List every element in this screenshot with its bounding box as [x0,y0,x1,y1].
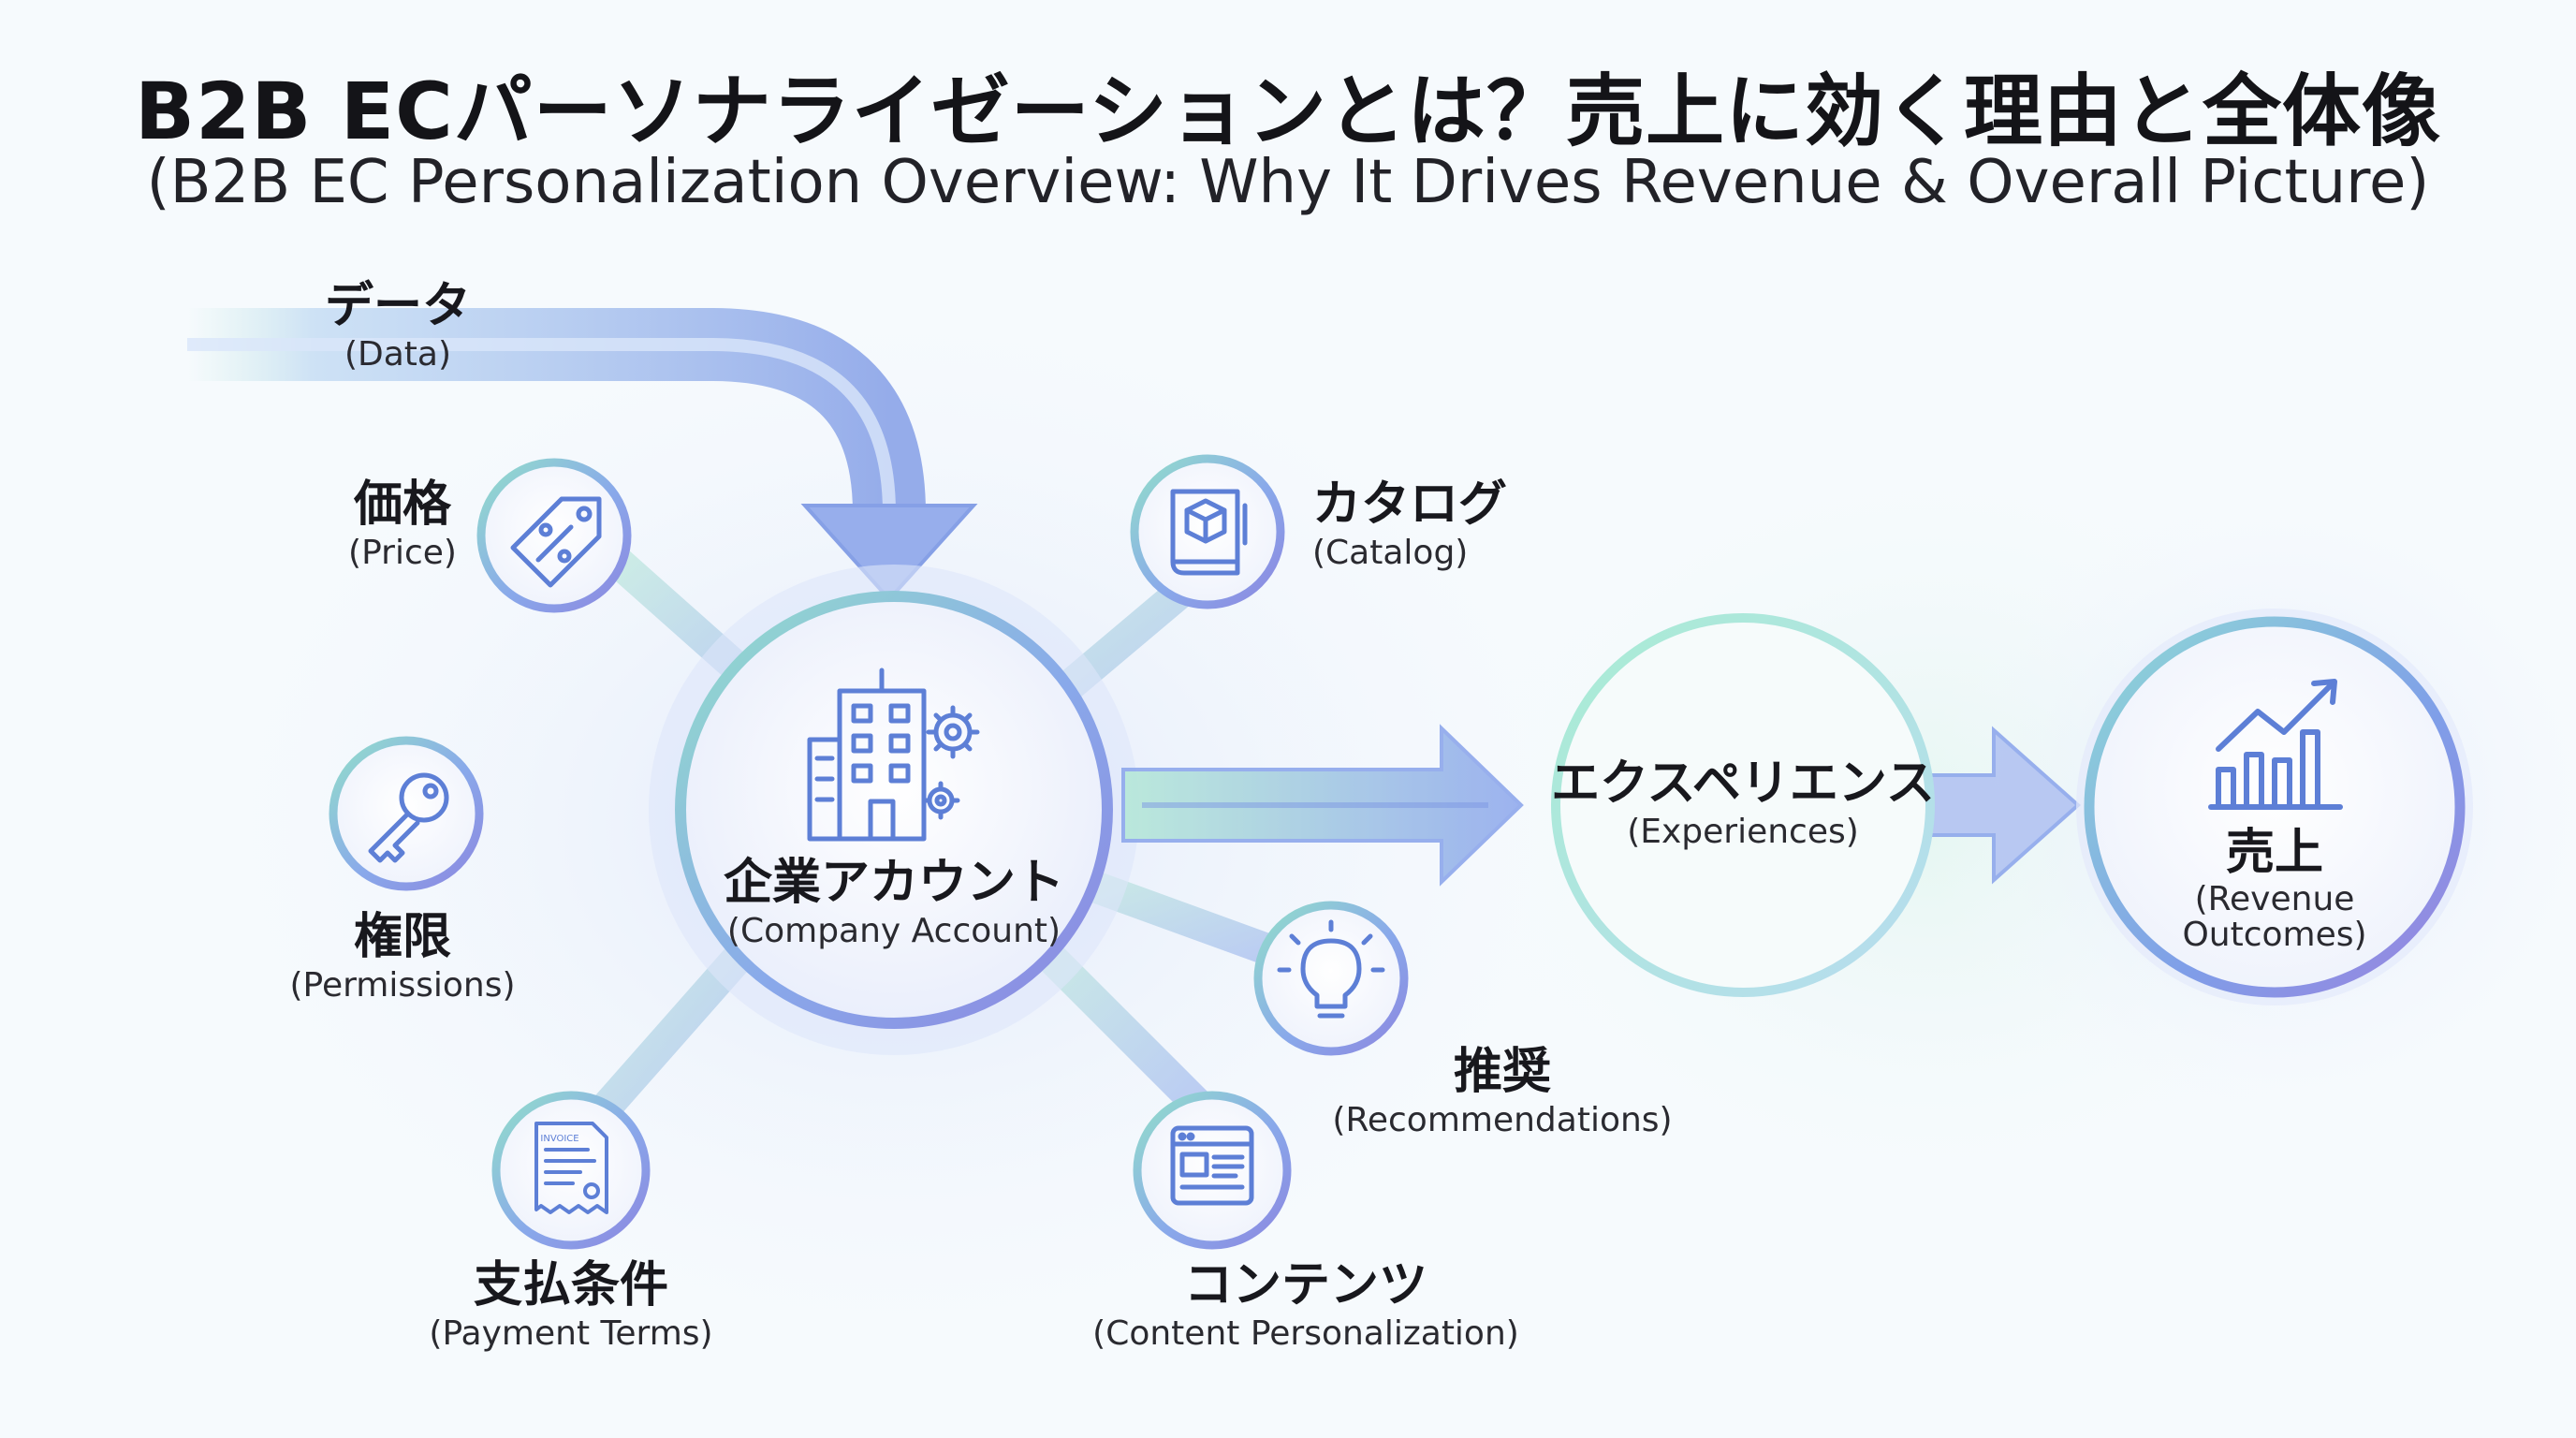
label-catalog-ja: カタログ [1312,477,1508,533]
label-experiences-en: (Experiences) [1627,813,1859,851]
label-data: データ (Data) [290,277,505,374]
invoice-icon [534,1122,608,1214]
label-revenue: 売上 (Revenue Outcomes) [2144,824,2406,953]
arrow-to-experiences [1121,724,1524,887]
label-permissions-ja: 権限 [353,909,451,965]
label-payment-en: (Payment Terms) [429,1314,713,1353]
label-recommendations-en: (Recommendations) [1332,1101,1673,1139]
label-catalog-en: (Catalog) [1312,534,1469,572]
label-recommendations-ja: 推奨 [1453,1044,1551,1100]
label-permissions-en: (Permissions) [289,966,516,1005]
label-content: コンテンツ (Content Personalization) [1039,1256,1573,1354]
label-price-en: (Price) [348,534,457,572]
label-experiences: エクスペリエンス (Experiences) [1546,755,1939,852]
label-price: 価格 (Price) [300,476,505,573]
label-payment: 支払条件 (Payment Terms) [412,1256,730,1354]
label-payment-ja: 支払条件 [473,1257,668,1313]
building-gear-icon [807,668,980,842]
label-price-ja: 価格 [353,477,451,533]
label-recommendations: 推奨 (Recommendations) [1315,1043,1690,1140]
label-content-ja: コンテンツ [1183,1257,1427,1313]
label-catalog: カタログ (Catalog) [1312,476,1507,573]
label-experiences-ja: エクスペリエンス [1551,756,1935,812]
label-company-ja: 企業アカウント [723,855,1064,911]
data-arrow [187,308,978,602]
label-data-en: (Data) [344,335,452,374]
page-title: B2B ECパーソナライゼーションとは？売上に効く理由と全体像 [134,66,2442,157]
label-company-en: (Company Account) [726,912,1061,950]
page-subtitle: (B2B EC Personalization Overview: Why It… [146,148,2430,217]
label-revenue-ja: 売上 [2225,825,2323,881]
label-content-en: (Content Personalization) [1092,1314,1519,1353]
web-content-icon [1170,1125,1254,1206]
label-revenue-en: (Revenue Outcomes) [2182,880,2367,954]
lightbulb-icon [1277,919,1385,1019]
catalog-book-icon [1170,489,1248,576]
price-tag-icon [510,496,602,588]
growth-chart-icon [2208,679,2343,810]
key-icon [368,772,449,863]
experiences-node-ring [1551,613,1935,997]
label-company: 企業アカウント (Company Account) [688,854,1100,951]
label-data-ja: データ [324,278,471,334]
label-permissions: 権限 (Permissions) [262,908,543,1005]
invoice-icon-label: INVOICE [540,1134,578,1144]
node-ring-content [1133,1091,1292,1250]
